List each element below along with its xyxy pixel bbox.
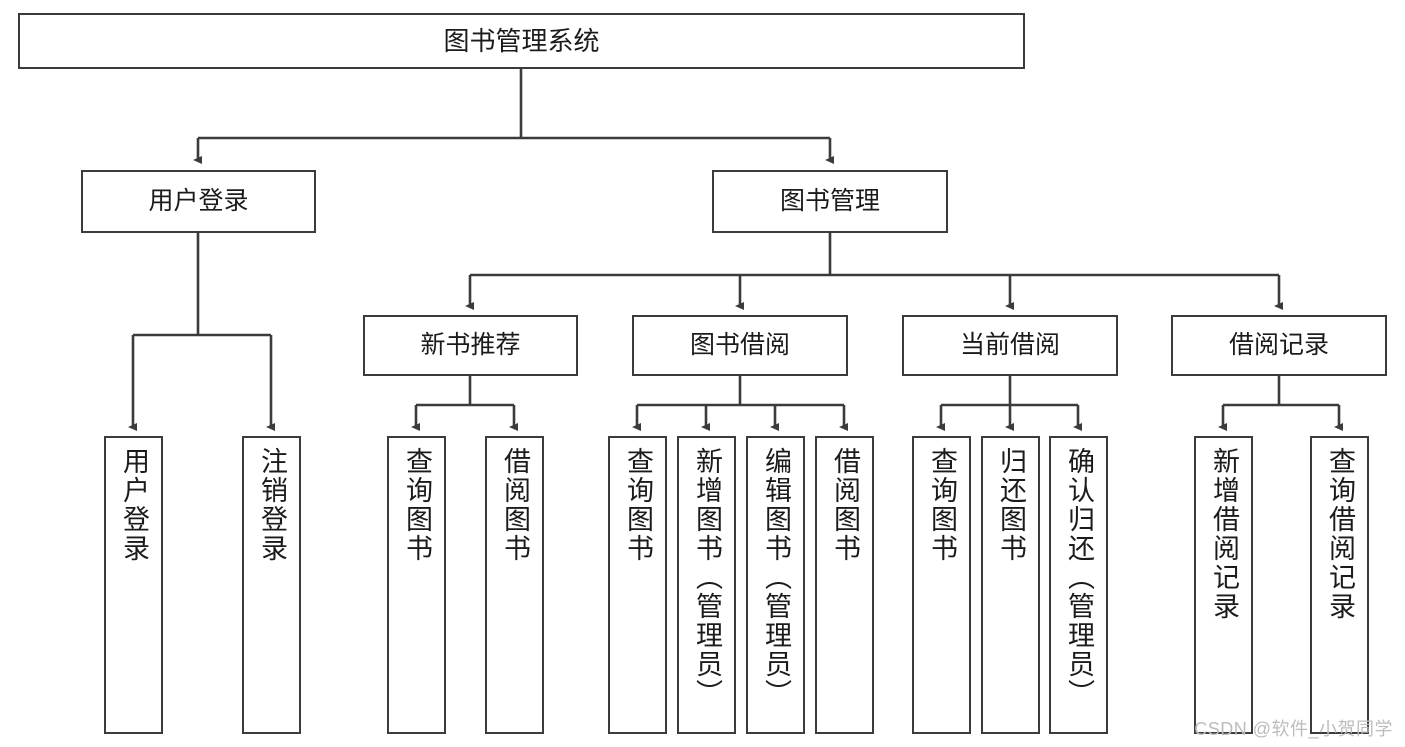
leaf-book-borrow-edit[interactable]: 编辑图书（管理员） <box>746 436 805 734</box>
leaf-borrow-record-query[interactable]: 查询借阅记录 <box>1310 436 1369 734</box>
node-root-system-label: 图书管理系统 <box>443 25 600 56</box>
leaf-book-borrow-edit-label: 编辑图书（管理员） <box>761 447 791 708</box>
node-borrow-record-label: 借阅记录 <box>1228 330 1329 359</box>
leaf-current-borrow-query[interactable]: 查询图书 <box>912 436 971 734</box>
leaf-book-borrow-borrow[interactable]: 借阅图书 <box>815 436 874 734</box>
leaf-user-login-logout-label: 注销登录 <box>257 447 287 563</box>
node-current-borrow[interactable]: 当前借阅 <box>902 315 1118 376</box>
leaf-borrow-record-query-label: 查询借阅记录 <box>1325 447 1355 621</box>
leaf-current-borrow-confirm-return[interactable]: 确认归还（管理员） <box>1049 436 1108 734</box>
leaf-current-borrow-return[interactable]: 归还图书 <box>981 436 1040 734</box>
leaf-book-borrow-add-label: 新增图书（管理员） <box>692 447 722 708</box>
leaf-user-login-logout[interactable]: 注销登录 <box>242 436 301 734</box>
node-current-borrow-label: 当前借阅 <box>959 330 1060 359</box>
node-new-book-recommend-label: 新书推荐 <box>420 330 521 359</box>
node-book-management-label: 图书管理 <box>779 186 880 215</box>
leaf-borrow-record-add-label: 新增借阅记录 <box>1209 447 1239 621</box>
leaf-book-borrow-query[interactable]: 查询图书 <box>608 436 667 734</box>
leaf-current-borrow-return-label: 归还图书 <box>996 447 1026 563</box>
node-root-system[interactable]: 图书管理系统 <box>18 13 1025 69</box>
leaf-book-borrow-borrow-label: 借阅图书 <box>830 447 860 563</box>
node-user-login[interactable]: 用户登录 <box>81 170 316 233</box>
node-new-book-recommend[interactable]: 新书推荐 <box>363 315 578 376</box>
node-book-borrow-label: 图书借阅 <box>689 330 790 359</box>
node-user-login-label: 用户登录 <box>148 186 249 215</box>
node-book-borrow[interactable]: 图书借阅 <box>632 315 848 376</box>
leaf-new-book-borrow-label: 借阅图书 <box>500 447 530 563</box>
node-book-management[interactable]: 图书管理 <box>712 170 948 233</box>
leaf-current-borrow-confirm-return-label: 确认归还（管理员） <box>1064 447 1094 708</box>
leaf-book-borrow-add[interactable]: 新增图书（管理员） <box>677 436 736 734</box>
leaf-new-book-query[interactable]: 查询图书 <box>387 436 446 734</box>
node-borrow-record[interactable]: 借阅记录 <box>1171 315 1387 376</box>
leaf-user-login-login[interactable]: 用户登录 <box>104 436 163 734</box>
leaf-new-book-query-label: 查询图书 <box>402 447 432 563</box>
leaf-borrow-record-add[interactable]: 新增借阅记录 <box>1194 436 1253 734</box>
leaf-user-login-login-label: 用户登录 <box>119 447 149 563</box>
leaf-book-borrow-query-label: 查询图书 <box>623 447 653 563</box>
leaf-current-borrow-query-label: 查询图书 <box>927 447 957 563</box>
leaf-new-book-borrow[interactable]: 借阅图书 <box>485 436 544 734</box>
